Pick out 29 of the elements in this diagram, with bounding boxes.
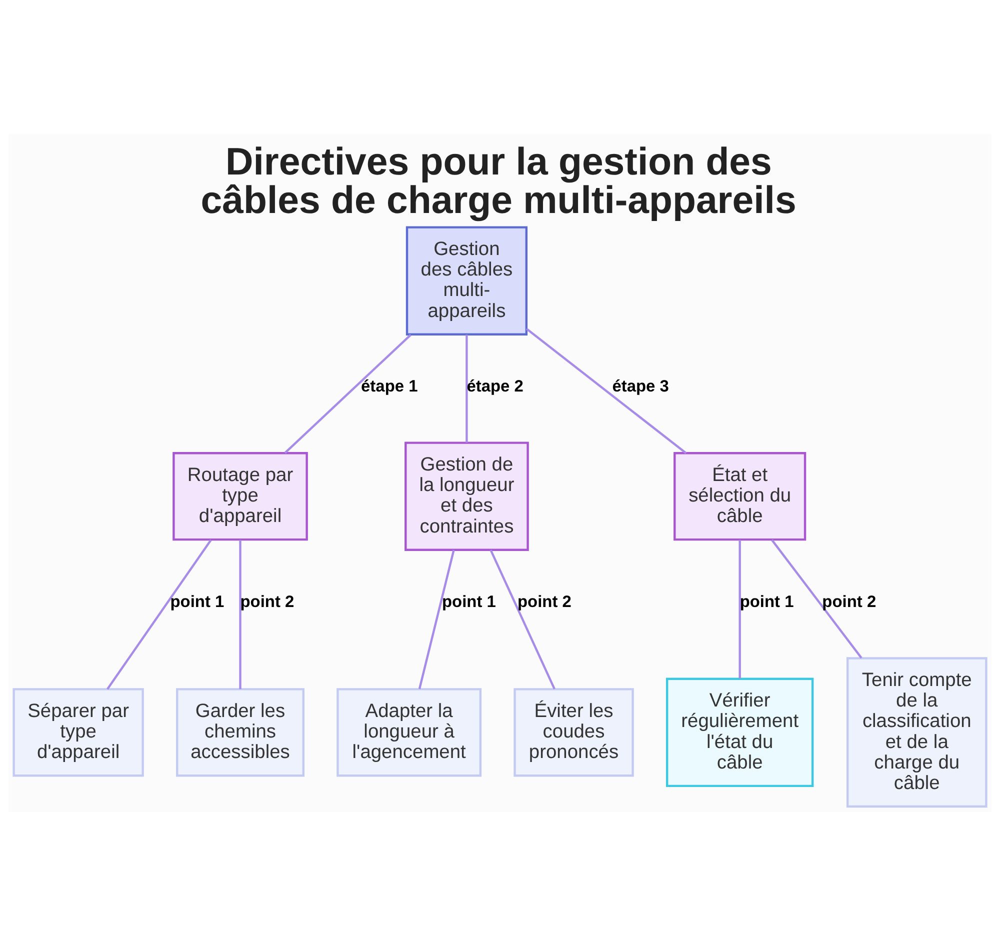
connector (106, 538, 212, 690)
edge-label: étape 2 (466, 376, 524, 395)
edge-label: étape 3 (612, 376, 669, 395)
connector (284, 334, 412, 454)
edge-label: étape 1 (361, 376, 418, 395)
edge-label: point 1 (740, 592, 794, 610)
node-box: Gestion de la longueur et des contraintes (404, 441, 529, 550)
node-box: Tenir compte de la classification et de la charge du câble (846, 656, 988, 808)
connector (239, 539, 242, 689)
connector (738, 539, 741, 678)
connector (490, 549, 556, 689)
edge-label: point 2 (240, 592, 294, 610)
node-box: Garder les chemins accessibles (176, 688, 304, 776)
diagram-title: Directives pour la gestion des câbles de charge multi-appareils (200, 140, 796, 222)
edge-label: point 2 (518, 592, 572, 610)
node-box: Adapter la longueur à l'agencement (336, 688, 482, 776)
node-box: Gestion des câbles multi-appareils (406, 226, 528, 335)
edge-label: point 2 (822, 592, 876, 610)
node-box: Routage par type d'appareil (172, 452, 308, 540)
connector (466, 334, 468, 442)
edge-label: point 1 (442, 592, 496, 610)
node-box: Éviter les coudes prononcés (514, 688, 634, 776)
connector (771, 538, 862, 658)
connector (418, 549, 455, 689)
node-box: Séparer par type d'appareil (12, 688, 144, 776)
edge-label: point 1 (170, 592, 224, 610)
connector (526, 328, 687, 454)
node-box: État et sélection du câble (674, 452, 806, 540)
node-box: Vérifier régulièrement l'état du câble (666, 677, 814, 787)
